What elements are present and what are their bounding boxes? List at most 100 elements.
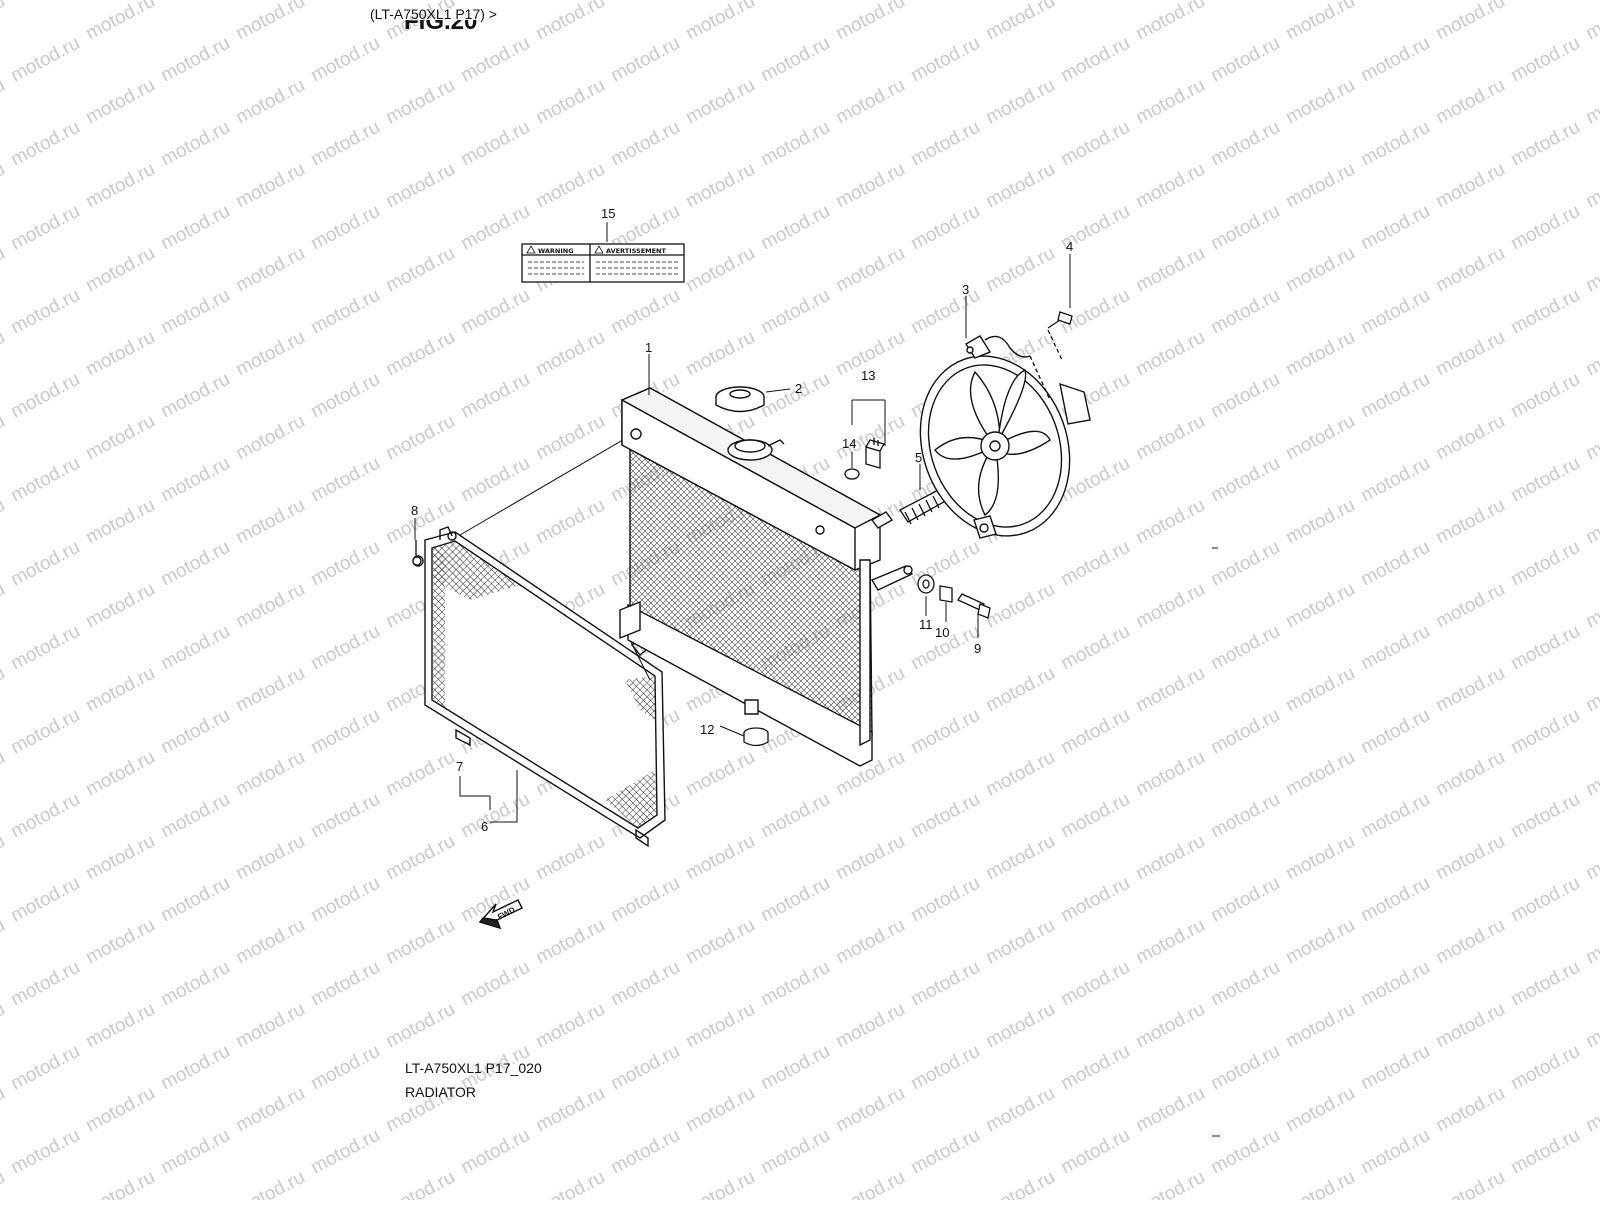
watermark-text: motod.ru (757, 957, 833, 1011)
callout-6: 6 (481, 819, 488, 834)
forward-arrow (478, 899, 523, 930)
watermark-text: motod.ru (232, 327, 308, 381)
watermark-text: motod.ru (1057, 957, 1133, 1011)
watermark-text: motod.ru (7, 201, 83, 255)
watermark-text: motod.ru (382, 831, 458, 885)
watermark-text: motod.ru (1582, 0, 1600, 44)
watermark-text: motod.ru (0, 159, 9, 213)
watermark-text: motod.ru (757, 873, 833, 927)
watermark-text: motod.ru (1057, 537, 1133, 591)
watermark-text: motod.ru (1132, 1083, 1208, 1137)
watermark-text: motod.ru (907, 1125, 983, 1179)
watermark-text: motod.ru (1582, 663, 1600, 717)
watermark-text: motod.ru (7, 369, 83, 423)
watermark-text: motod.ru (532, 1167, 608, 1200)
watermark-text: motod.ru (757, 1125, 833, 1179)
watermark-text: motod.ru (682, 747, 758, 801)
callout-9: 9 (974, 641, 981, 656)
watermark-text: motod.ru (607, 873, 683, 927)
watermark-text: motod.ru (307, 789, 383, 843)
watermark-text: motod.ru (682, 0, 758, 44)
watermark-text: motod.ru (1207, 201, 1283, 255)
watermark-text: motod.ru (82, 75, 158, 129)
watermark-text: motod.ru (157, 621, 233, 675)
watermark-text: motod.ru (1357, 705, 1433, 759)
watermark-text: motod.ru (682, 831, 758, 885)
breadcrumb[interactable]: (LT-A750XL1 P17) > (370, 6, 497, 22)
watermark-text: motod.ru (82, 663, 158, 717)
watermark-text: motod.ru (232, 0, 308, 44)
watermark-text: motod.ru (0, 1083, 9, 1137)
watermark-text: motod.ru (1582, 747, 1600, 801)
watermark-text: motod.ru (682, 159, 758, 213)
watermark-text: motod.ru (1432, 0, 1508, 44)
watermark-text: motod.ru (1207, 873, 1283, 927)
watermark-text: motod.ru (7, 33, 83, 87)
watermark-text: motod.ru (1432, 579, 1508, 633)
watermark-text: motod.ru (1582, 75, 1600, 129)
watermark-text: motod.ru (907, 789, 983, 843)
watermark-text: motod.ru (82, 327, 158, 381)
watermark-text: motod.ru (1282, 579, 1358, 633)
watermark-text: motod.ru (7, 873, 83, 927)
watermark-text: motod.ru (1057, 117, 1133, 171)
watermark-text: motod.ru (1207, 1041, 1283, 1095)
watermark-text: motod.ru (457, 789, 533, 843)
watermark-text: motod.ru (307, 285, 383, 339)
fan-bolt (1047, 311, 1073, 361)
radiator-cap (715, 386, 765, 413)
watermark-text: motod.ru (1207, 117, 1283, 171)
diagram-title: RADIATOR (405, 1084, 477, 1100)
watermark-text: motod.ru (1207, 789, 1283, 843)
watermark-text: motod.ru (232, 1167, 308, 1200)
watermark-text: motod.ru (1432, 747, 1508, 801)
watermark-text: motod.ru (982, 159, 1058, 213)
watermark-text: motod.ru (1057, 621, 1133, 675)
watermark-text: motod.ru (1357, 957, 1433, 1011)
leader-lines (414, 222, 1071, 823)
watermark-text: motod.ru (1132, 75, 1208, 129)
watermark-text: motod.ru (457, 33, 533, 87)
watermark-text: motod.ru (1357, 285, 1433, 339)
watermark-text: motod.ru (1207, 957, 1283, 1011)
watermark-text: motod.ru (1582, 831, 1600, 885)
watermark-text: motod.ru (307, 537, 383, 591)
watermark-text: motod.ru (1432, 1083, 1508, 1137)
figure-title: FIG.20 (404, 20, 478, 34)
watermark-text: motod.ru (982, 75, 1058, 129)
cooling-fan (919, 335, 1091, 539)
watermark-text: motod.ru (157, 789, 233, 843)
watermark-text: motod.ru (307, 873, 383, 927)
watermark-text: motod.ru (82, 159, 158, 213)
watermark-text: motod.ru (832, 0, 908, 44)
watermark-text: motod.ru (607, 1041, 683, 1095)
callout-1: 1 (645, 340, 652, 355)
watermark-text: motod.ru (532, 411, 608, 465)
watermark-text: motod.ru (307, 33, 383, 87)
bottom-grommet (743, 727, 769, 747)
watermark-text: motod.ru (1432, 1167, 1508, 1200)
watermark-text: motod.ru (232, 999, 308, 1053)
watermark-text: motod.ru (1132, 747, 1208, 801)
watermark-text: motod.ru (1582, 579, 1600, 633)
watermark-text: motod.ru (832, 243, 908, 297)
callout-4: 4 (1066, 239, 1073, 254)
watermark-text: motod.ru (1507, 537, 1583, 591)
watermark-text: motod.ru (7, 117, 83, 171)
watermark-text: motod.ru (1507, 369, 1583, 423)
watermark-text: motod.ru (0, 75, 9, 129)
watermark-text: motod.ru (1282, 327, 1358, 381)
watermark-text: motod.ru (757, 285, 833, 339)
watermark-text: motod.ru (307, 1041, 383, 1095)
watermark-text: motod.ru (157, 453, 233, 507)
callout-10: 10 (935, 625, 949, 640)
watermark-text: motod.ru (0, 999, 9, 1053)
watermark-text: motod.ru (1132, 1167, 1208, 1200)
watermark-text: motod.ru (1282, 243, 1358, 297)
watermark-text: motod.ru (1432, 159, 1508, 213)
watermark-text: motod.ru (82, 411, 158, 465)
watermark-text: motod.ru (682, 1167, 758, 1200)
watermark-text: motod.ru (607, 117, 683, 171)
watermark-text: motod.ru (0, 1167, 9, 1200)
watermark-text: motod.ru (1132, 243, 1208, 297)
